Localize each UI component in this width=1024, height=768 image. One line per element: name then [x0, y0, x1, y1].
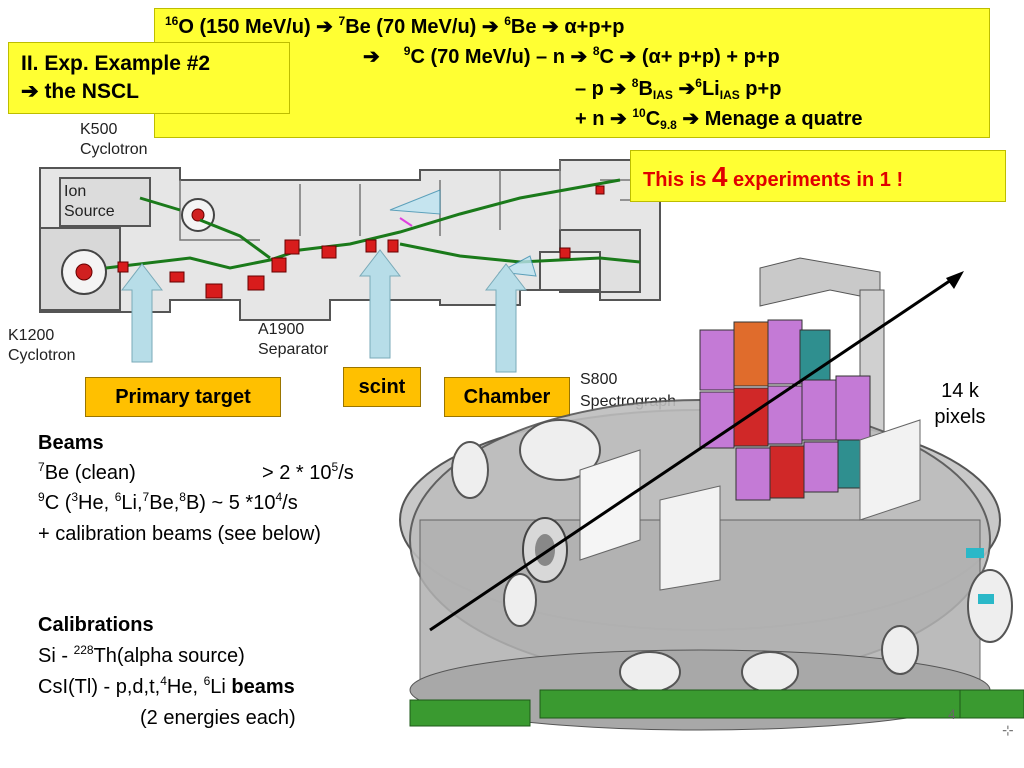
k500-label: K500 [80, 121, 118, 138]
primary-target-callout: Primary target [85, 377, 281, 417]
c8: C [599, 46, 620, 68]
slide-title: II. Exp. Example #2 [21, 52, 211, 75]
arrow-right-icon: ➔ [609, 78, 627, 100]
arrow-right-icon: ➔ [542, 16, 559, 38]
arrow-right-icon: ➔ [619, 46, 637, 68]
calibrations-line-energies: (2 energies each) [140, 707, 296, 729]
be7-beam: Be (70 MeV/u) [345, 16, 482, 38]
scint-pointer [358, 249, 402, 359]
calibrations-line-csi: CsI(Tl) - p,d,t,4He, 6Li beams [38, 674, 295, 698]
o16-mass: 16 [165, 14, 179, 28]
arrow-right-icon: ➔ [676, 108, 700, 130]
k1200-label: K1200 [8, 327, 55, 344]
be6: Be [510, 16, 543, 38]
reaction-line-4: + n ➔ 10C9.8 ➔ Menage a quatre [575, 106, 863, 132]
arrow-right-icon: ➔ [481, 16, 499, 38]
experiment-count: 4 [711, 161, 728, 192]
beams-be7-intensity: > 2 * 105/s [262, 460, 354, 484]
arrow-right-icon: ➔ [363, 46, 380, 68]
arrow-right-icon: ➔ [672, 78, 696, 100]
a1900-label: A1900 [258, 321, 305, 338]
arrow-right-icon: ➔ [570, 46, 588, 68]
arrow-right-icon: ➔ [316, 16, 333, 38]
reaction-chain-box: 16O (150 MeV/u) ➔ 7Be (70 MeV/u) ➔ 6Be ➔… [154, 8, 990, 138]
c9-beam: C (70 MeV/u) – n [410, 46, 571, 68]
slide-title-box: II. Exp. Example #2 ➔ the NSCL [8, 42, 290, 114]
beams-line-c9: 9C (3He, 6Li,7Be,8B) ~ 5 *104/s [38, 490, 298, 514]
o16-beam: O (150 MeV/u) [178, 16, 317, 38]
s800-label: S800 [580, 371, 618, 388]
arrow-right-icon: ➔ [21, 80, 39, 103]
ion-label: Ion [64, 183, 87, 200]
k500-cyclotron-label: Cyclotron [80, 141, 148, 158]
reaction-line-2: ➔9C (70 MeV/u) – n ➔ 8C ➔ (α+ p+p) + p+p [363, 44, 780, 68]
detector-chamber-illustration [399, 257, 1024, 731]
chamber-pointer [484, 263, 528, 373]
slide-subtitle: ➔ the NSCL [21, 80, 139, 103]
beams-heading: Beams [38, 432, 104, 454]
nscl-facility-diagram [39, 159, 661, 373]
reaction-line-3: – p ➔ 8BIAS ➔6LiIAS p+p [575, 76, 782, 102]
pixel-count-label: 14 k pixels [934, 380, 986, 428]
scint-callout: scint [343, 367, 421, 407]
beams-line-be7: 7Be (clean) [38, 460, 136, 484]
claim-text: This is 4 experiments in 1 ! [643, 161, 904, 192]
crosshair-icon: ⊹ [1002, 722, 1014, 738]
calibrations-heading: Calibrations [38, 614, 154, 636]
alpha-p-p: α+p+p [558, 16, 625, 38]
k1200-cyclotron-label: Cyclotron [8, 347, 76, 364]
chamber-callout: Chamber [444, 377, 570, 417]
claim-box: This is 4 experiments in 1 ! [630, 150, 1006, 202]
calibrations-line-si: Si - 228Th(alpha source) [38, 643, 245, 667]
separator-label: Separator [258, 341, 329, 358]
primary-target-pointer [120, 263, 164, 363]
reaction-line-1: 16O (150 MeV/u) ➔ 7Be (70 MeV/u) ➔ 6Be ➔… [165, 14, 625, 38]
page-number: 4 [948, 706, 956, 722]
c8-decay: (α+ p+p) + p+p [636, 46, 780, 68]
arrow-right-icon: ➔ [610, 108, 627, 130]
source-label: Source [64, 203, 115, 220]
beams-line-calibration: + calibration beams (see below) [38, 523, 321, 545]
